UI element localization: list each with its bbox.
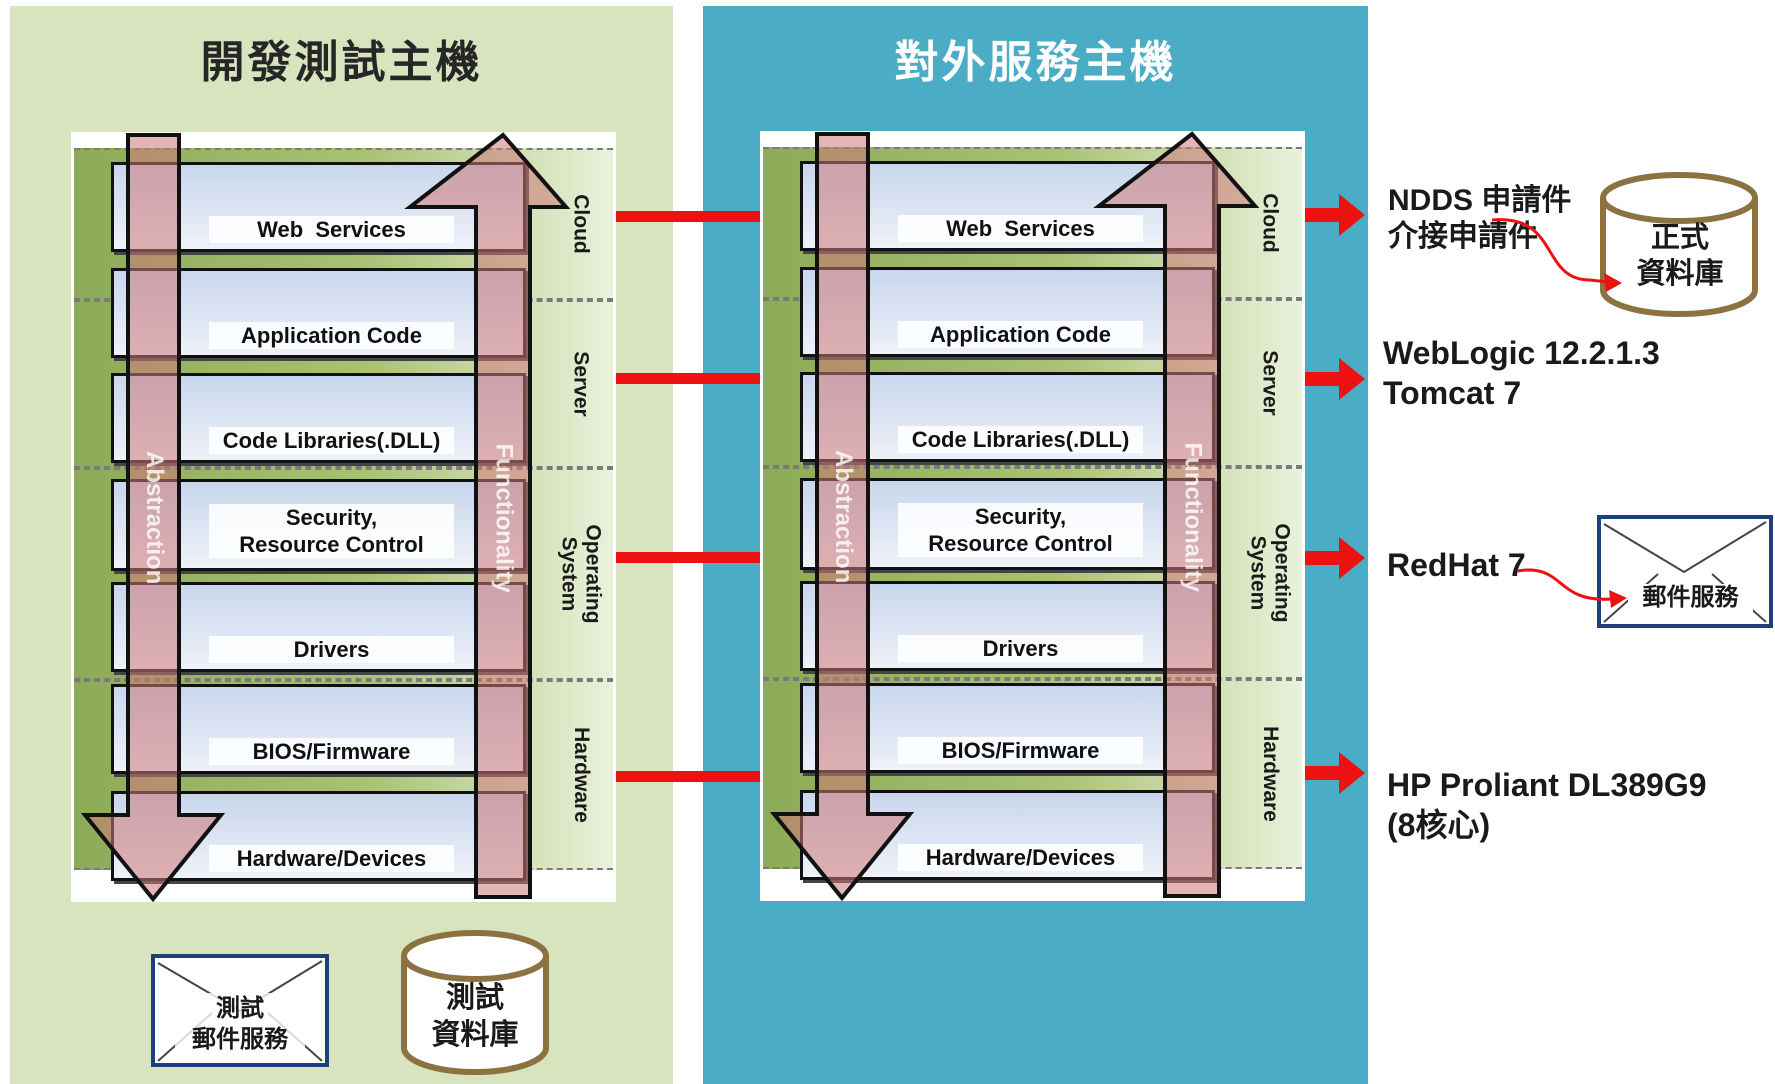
curved-arrow-icon bbox=[1491, 218, 1622, 292]
abstraction-label: Abstraction bbox=[830, 450, 857, 584]
redhat-text: RedHat 7 bbox=[1387, 547, 1526, 583]
arrow-right-icon bbox=[1305, 358, 1365, 400]
arrow-right-icon bbox=[1305, 537, 1365, 579]
layer-label: BIOS/Firmware bbox=[898, 737, 1143, 764]
test-db-label: 測試 資料庫 bbox=[431, 982, 519, 1051]
curved-arrow-icon bbox=[1516, 568, 1627, 608]
layer-label: Code Libraries(.DLL) bbox=[898, 426, 1143, 453]
layer-label: BIOS/Firmware bbox=[209, 738, 454, 765]
test-mail-label: 測試 郵件服務 bbox=[175, 993, 305, 1055]
weblogic-text: WebLogic 12.2.1.3 Tomcat 7 bbox=[1383, 335, 1660, 411]
layer-label: Application Code bbox=[898, 321, 1143, 348]
layer-label: Application Code bbox=[209, 322, 454, 349]
prod-stack-diagram: Cloud Server Operating System Hardware W… bbox=[760, 131, 1305, 901]
arrow-right-icon bbox=[1305, 752, 1365, 794]
connector-server bbox=[616, 373, 760, 384]
abstraction-functionality-arrows bbox=[80, 132, 571, 902]
functionality-arrow bbox=[404, 132, 571, 899]
abstraction-arrow bbox=[80, 133, 226, 902]
connector-os bbox=[616, 552, 760, 563]
functionality-arrow bbox=[1093, 131, 1260, 898]
database-icon bbox=[1600, 172, 1758, 317]
arrow-right-icon bbox=[1305, 194, 1365, 236]
abstraction-label: Abstraction bbox=[141, 451, 168, 585]
dev-panel-title: 開發測試主機 bbox=[200, 37, 483, 88]
layer-label: Code Libraries(.DLL) bbox=[209, 427, 454, 454]
dev-stack-diagram: Cloud Server Operating System Hardware W… bbox=[71, 132, 616, 902]
layer-label: Security, Resource Control bbox=[898, 503, 1143, 557]
layer-label: Hardware/Devices bbox=[898, 844, 1143, 871]
connector-cloud bbox=[616, 211, 760, 222]
layer-label: Drivers bbox=[209, 636, 454, 663]
layer-label: Security, Resource Control bbox=[209, 504, 454, 558]
layer-label: Hardware/Devices bbox=[209, 845, 454, 872]
abstraction-functionality-arrows bbox=[769, 131, 1260, 901]
layer-label: Web Services bbox=[209, 216, 454, 243]
layer-label: Web Services bbox=[898, 215, 1143, 242]
formal-db-label: 正式 資料庫 bbox=[1636, 222, 1724, 290]
ndds-text: NDDS 申請件 介接申請件 bbox=[1388, 184, 1572, 253]
layer-code-libraries: Code Libraries(.DLL) bbox=[800, 372, 1215, 462]
connector-hardware bbox=[616, 771, 760, 782]
test-database-icon bbox=[401, 930, 549, 1075]
layer-label: Drivers bbox=[898, 635, 1143, 662]
mail-service-label: 郵件服務 bbox=[1628, 584, 1753, 612]
prod-panel-title: 對外服務主機 bbox=[894, 37, 1177, 88]
abstraction-arrow bbox=[769, 132, 915, 901]
functionality-label: Functionality bbox=[1179, 442, 1207, 592]
hp-server-text: HP Proliant DL389G9 (8核心) bbox=[1387, 767, 1707, 843]
functionality-label: Functionality bbox=[490, 443, 518, 593]
